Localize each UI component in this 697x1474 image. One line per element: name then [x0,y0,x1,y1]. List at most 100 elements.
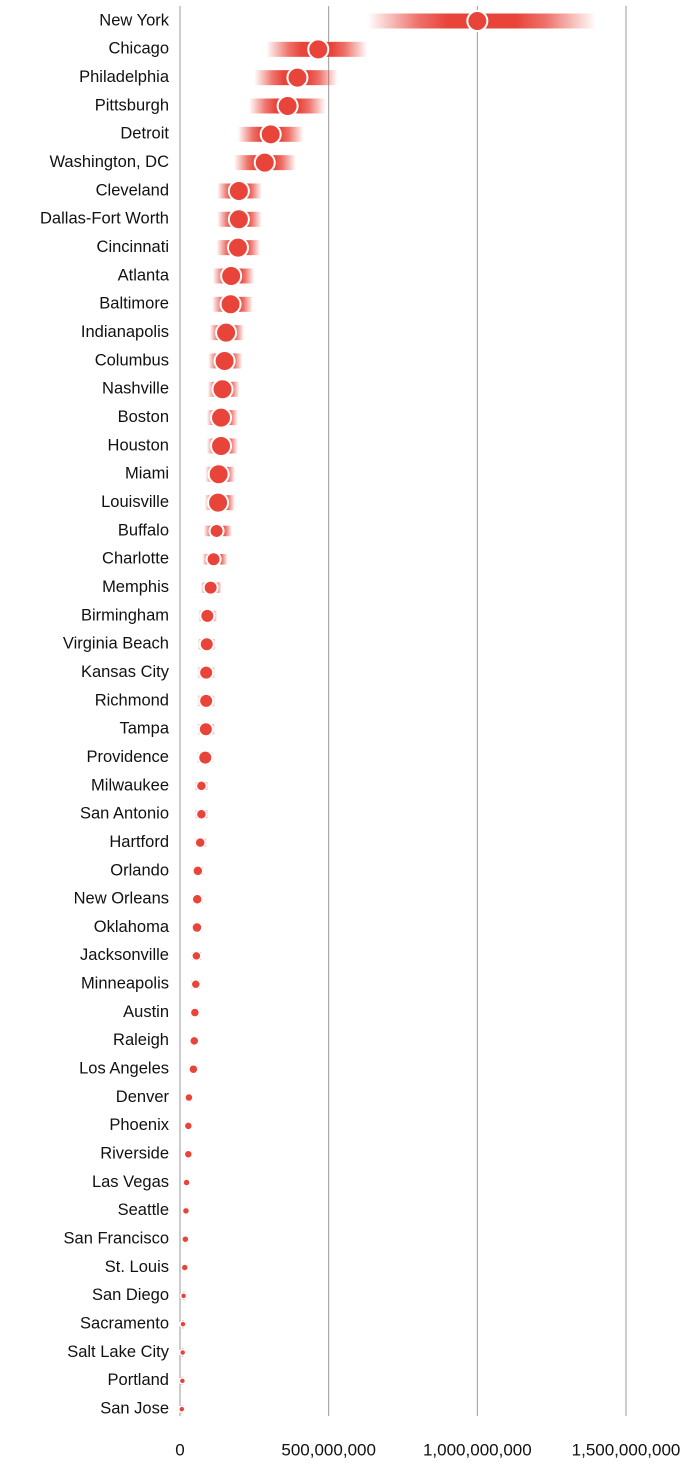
category-label-25: Tampa [119,720,169,738]
data-point-20 [202,579,219,596]
data-point-34 [190,978,202,990]
data-point-0 [466,10,489,32]
grid [179,6,627,1416]
category-label-7: Dallas-Fort Worth [40,210,169,228]
category-label-30: Orlando [110,861,169,879]
data-point-36 [189,1035,200,1047]
data-point-23 [198,664,215,681]
data-point-3 [276,94,299,117]
category-label-15: Houston [108,436,169,454]
data-point-19 [205,551,222,568]
category-label-44: St. Louis [105,1258,169,1276]
category-label-20: Memphis [102,578,169,596]
category-label-31: New Orleans [74,890,169,908]
category-label-49: San Jose [100,1400,169,1418]
category-label-48: Portland [108,1371,169,1389]
data-point-6 [227,179,250,202]
category-label-35: Austin [123,1003,169,1021]
data-point-48 [178,1377,187,1385]
data-point-37 [188,1063,199,1075]
data-point-26 [197,749,214,766]
data-point-35 [189,1007,201,1018]
x-tick-label-1: 500,000,000 [281,1440,376,1459]
category-label-9: Atlanta [118,266,170,284]
category-label-38: Denver [116,1088,170,1106]
data-point-49 [178,1405,186,1413]
category-labels: New YorkChicagoPhiladelphiaPittsburghDet… [40,11,170,1417]
data-point-41 [182,1178,191,1187]
category-label-37: Los Angeles [79,1060,169,1078]
category-label-10: Baltimore [99,295,169,313]
x-tick-label-0: 0 [175,1440,184,1459]
data-point-43 [181,1234,190,1244]
category-label-40: Riverside [100,1145,169,1163]
data-point-7 [227,208,250,231]
data-point-33 [191,950,202,962]
category-label-2: Philadelphia [79,68,170,86]
data-point-18 [208,522,225,539]
data-point-47 [178,1348,187,1357]
category-label-18: Buffalo [118,521,169,539]
category-label-29: Hartford [109,833,169,851]
data-point-45 [179,1292,188,1300]
category-label-8: Cincinnati [97,238,169,256]
category-label-43: San Francisco [64,1230,169,1248]
data-point-28 [195,808,208,820]
category-label-14: Boston [118,408,169,426]
data-point-2 [286,66,309,89]
category-label-6: Cleveland [96,181,169,199]
data-point-42 [181,1206,191,1216]
data-point-46 [179,1320,187,1328]
category-label-32: Oklahoma [94,918,170,936]
category-label-45: San Diego [92,1286,169,1304]
data-point-30 [192,865,204,877]
data-point-11 [215,321,238,344]
data-point-44 [180,1263,190,1272]
x-tick-label-3: 1,500,000,000 [572,1440,681,1459]
category-label-34: Minneapolis [81,975,169,993]
category-label-26: Providence [86,748,169,766]
category-label-27: Milwaukee [91,776,169,794]
category-label-5: Washington, DC [49,153,169,171]
category-label-17: Louisville [101,493,169,511]
data-point-12 [213,349,236,372]
category-label-23: Kansas City [81,663,170,681]
data-point-22 [198,636,215,653]
data-point-13 [211,378,234,401]
category-label-22: Virginia Beach [63,635,169,653]
category-label-16: Miami [125,465,169,483]
category-label-12: Columbus [95,351,169,369]
data-point-5 [253,151,276,174]
data-point-14 [210,406,233,429]
data-point-24 [198,692,215,709]
category-label-21: Birmingham [81,606,169,624]
category-label-19: Charlotte [102,550,169,568]
category-label-46: Sacramento [80,1315,169,1333]
data-point-9 [220,264,243,287]
category-label-0: New York [99,11,169,29]
data-point-1 [307,38,330,61]
category-label-47: Salt Lake City [67,1343,170,1361]
category-label-3: Pittsburgh [95,96,169,114]
category-label-13: Nashville [102,380,169,398]
data-point-16 [207,463,230,486]
category-label-1: Chicago [108,40,169,58]
category-label-4: Detroit [120,125,169,143]
data-markers [178,10,489,1413]
category-label-39: Phoenix [109,1116,169,1134]
data-point-25 [197,721,214,738]
category-label-41: Las Vegas [92,1173,169,1191]
data-point-4 [259,123,282,146]
data-point-38 [184,1092,194,1103]
data-point-31 [191,893,203,905]
data-point-17 [207,491,230,514]
data-point-29 [194,836,206,849]
category-label-36: Raleigh [113,1031,169,1049]
data-point-39 [183,1121,194,1131]
data-point-40 [183,1149,194,1159]
category-label-28: San Antonio [80,805,169,823]
data-point-27 [195,780,208,792]
